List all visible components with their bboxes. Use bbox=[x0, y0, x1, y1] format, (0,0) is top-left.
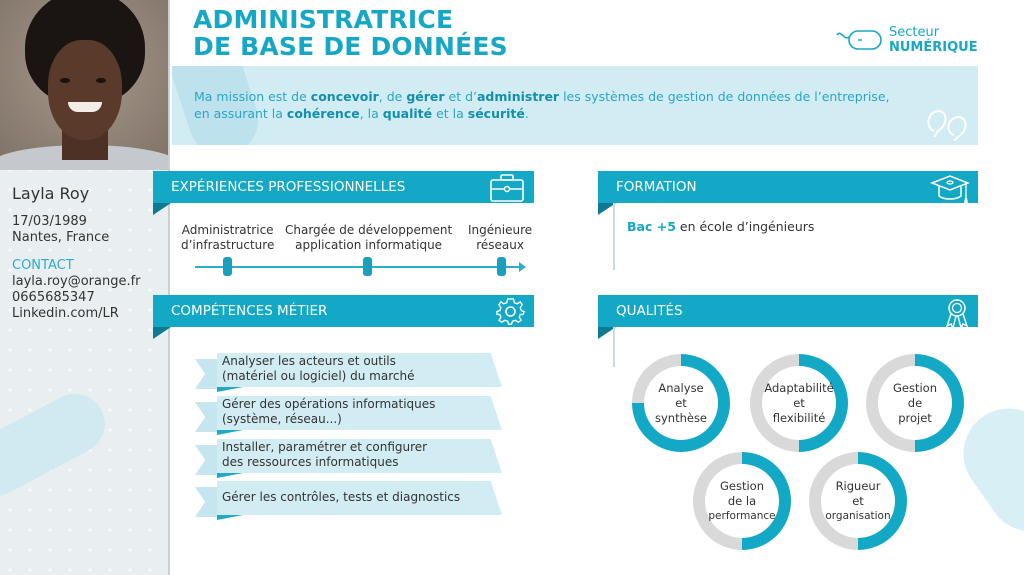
section-divider bbox=[613, 327, 615, 367]
competence-item: Gérer des opérations informatiques(systè… bbox=[195, 396, 502, 435]
page-title: ADMINISTRATRICE DE BASE DE DONNÉES bbox=[193, 6, 508, 60]
phone-number[interactable]: 0665685347 bbox=[12, 290, 95, 305]
sector-label: Secteur bbox=[889, 25, 940, 40]
graduation-cap-icon bbox=[930, 175, 970, 203]
profile-photo bbox=[0, 0, 168, 170]
mission-statement: Ma mission est de concevoir, de gérer et… bbox=[172, 66, 978, 145]
timeline-marker bbox=[497, 257, 506, 276]
formation-header: FORMATION bbox=[598, 171, 978, 215]
email-link[interactable]: layla.roy@orange.fr bbox=[12, 274, 141, 289]
timeline-arrow-icon bbox=[519, 262, 526, 272]
location: Nantes, France bbox=[12, 230, 110, 245]
sector-badge: Secteur NUMÉRIQUE bbox=[835, 25, 978, 55]
formation-detail: Bac +5 en école d’ingénieurs bbox=[627, 219, 815, 234]
linkedin-link[interactable]: Linkedin.com/LR bbox=[12, 306, 119, 321]
mission-text: Ma mission est de concevoir, de gérer et… bbox=[194, 89, 890, 121]
title-line-1: ADMINISTRATRICE bbox=[193, 5, 454, 34]
decorative-shape bbox=[0, 383, 116, 507]
section-title: FORMATION bbox=[616, 179, 697, 195]
award-ribbon-icon bbox=[945, 299, 969, 330]
gear-icon bbox=[496, 298, 525, 325]
profile-sidebar: Layla Roy 17/03/1989 Nantes, France CONT… bbox=[0, 0, 170, 575]
birthdate: 17/03/1989 bbox=[12, 214, 87, 229]
profile-name: Layla Roy bbox=[12, 184, 90, 203]
timeline-marker bbox=[223, 257, 232, 276]
section-title: QUALITÉS bbox=[616, 303, 683, 319]
section-divider bbox=[613, 203, 615, 270]
title-line-2: DE BASE DE DONNÉES bbox=[193, 32, 508, 61]
timeline-line bbox=[195, 266, 520, 268]
qualites-header: QUALITÉS bbox=[598, 295, 978, 339]
briefcase-icon bbox=[490, 174, 524, 202]
competence-item: Gérer les contrôles, tests et diagnostic… bbox=[195, 481, 502, 520]
section-title: EXPÉRIENCES PROFESSIONNELLES bbox=[171, 179, 406, 195]
timeline-marker bbox=[363, 257, 372, 276]
competence-item: Analyser les acteurs et outils(matériel … bbox=[195, 353, 502, 392]
mouse-icon bbox=[836, 30, 882, 50]
competences-header: COMPÉTENCES MÉTIER bbox=[153, 295, 534, 339]
contact-label: CONTACT bbox=[12, 258, 74, 273]
section-title: COMPÉTENCES MÉTIER bbox=[171, 303, 328, 319]
sector-value: NUMÉRIQUE bbox=[889, 40, 978, 55]
profile-info: Layla Roy 17/03/1989 Nantes, France CONT… bbox=[12, 186, 141, 322]
experiences-header: EXPÉRIENCES PROFESSIONNELLES bbox=[153, 171, 534, 215]
quote-icon bbox=[927, 109, 967, 141]
